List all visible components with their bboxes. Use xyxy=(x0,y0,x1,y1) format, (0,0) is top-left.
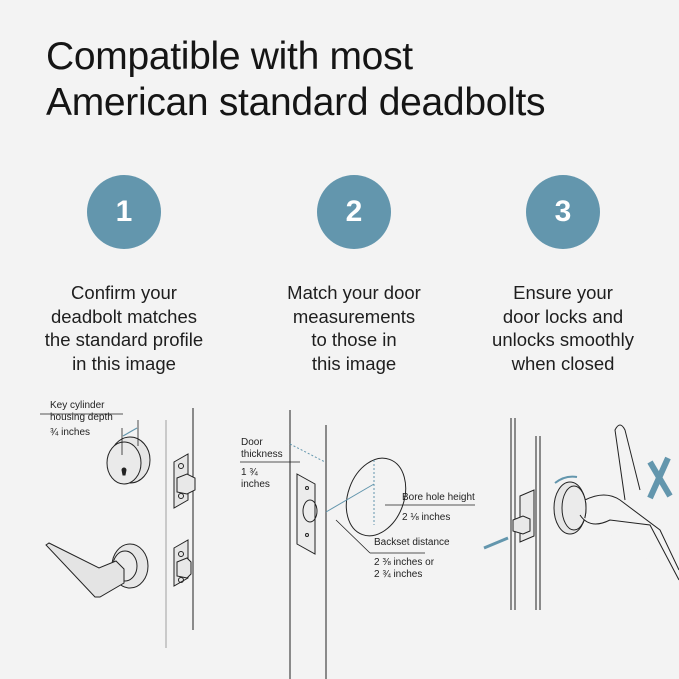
lever-handle-icon xyxy=(45,542,149,598)
bore-hole-label: Bore hole height xyxy=(402,492,475,503)
step-3: 3 Ensure your door locks and unlocks smo… xyxy=(448,175,678,375)
backset-value: 2 ⅜ inches or 2 ¾ inches xyxy=(374,557,435,580)
step-1: 1 Confirm your deadbolt matches the stan… xyxy=(9,175,239,375)
key-cylinder-label: Key cylinder housing depth xyxy=(50,400,113,423)
bore-hole-value: 2 ⅛ inches xyxy=(402,512,451,523)
page-title: Compatible with most American standard d… xyxy=(46,34,546,126)
door-thickness-value: 1 ¾ inches xyxy=(241,467,270,490)
step-2: 2 Match your door measurements to those … xyxy=(239,175,469,375)
step-description: Confirm your deadbolt matches the standa… xyxy=(44,282,204,374)
deadbolt-cylinder-icon xyxy=(40,408,196,648)
step-number-badge: 1 xyxy=(87,175,161,249)
bolt-motion-arrow-icon xyxy=(483,536,509,550)
no-hand-x-icon xyxy=(647,456,673,500)
step-description: Ensure your door locks and unlocks smoot… xyxy=(492,282,634,374)
hand-turning-thumbturn-icon xyxy=(510,418,679,610)
title-line-2: American standard deadbolts xyxy=(46,81,546,124)
backset-label: Backset distance xyxy=(374,537,450,548)
illustrations xyxy=(40,408,679,679)
key-cylinder-value: ¾ inches xyxy=(50,427,91,438)
step-number-badge: 2 xyxy=(317,175,391,249)
door-thickness-label: Door thickness xyxy=(241,437,283,460)
rotation-arrow-icon xyxy=(554,475,578,484)
title-line-1: Compatible with most xyxy=(46,35,413,78)
door-edge-diagram xyxy=(240,410,475,679)
step-description: Match your door measurements to those in… xyxy=(287,282,421,374)
step-number-badge: 3 xyxy=(526,175,600,249)
